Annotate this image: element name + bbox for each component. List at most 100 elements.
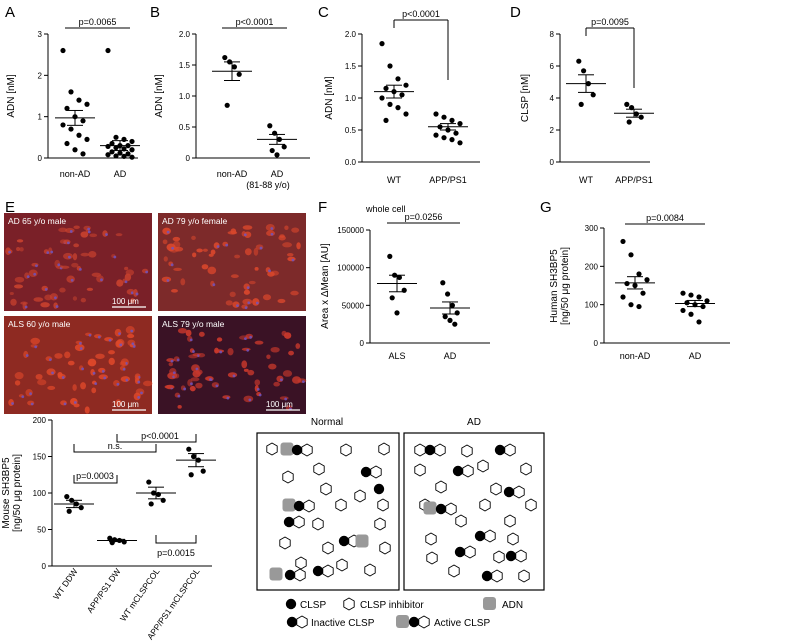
schematic-ad-inhibitor-2 — [434, 443, 446, 457]
micrograph-4-cell-49 — [214, 347, 219, 354]
chart-h-label-p0015: p=0.0015 — [157, 548, 195, 558]
micrograph-1-cell-11 — [33, 297, 44, 302]
micrograph-4-cell-55 — [173, 373, 180, 379]
schematic-ad-adn-16 — [423, 501, 437, 515]
chart-h-series-3-point-1 — [191, 453, 197, 460]
micrograph-4-cell-37 — [292, 376, 302, 384]
chart-a-series-0-point-13 — [80, 151, 86, 157]
schematic-ad-clsp-31 — [505, 550, 517, 562]
micrograph-2-nucleus-25 — [166, 279, 170, 282]
micrograph-1-cell-30 — [40, 302, 50, 308]
schematic-title-ad: AD — [467, 417, 481, 428]
chart-f-series-0-point-5 — [394, 310, 400, 316]
micrograph-2-cell-26 — [207, 266, 217, 275]
micrograph-4-cell-27 — [270, 346, 280, 353]
micrograph-4-nucleus-38 — [192, 350, 195, 353]
chart-c-series-0-point-11 — [383, 117, 389, 123]
chart-f-p-value: p=0.0256 — [405, 212, 443, 222]
micrograph-4-nucleus-47 — [172, 371, 176, 375]
chart-a-ylabel: ADN [nM] — [6, 74, 17, 118]
micrograph-3-nucleus-43 — [63, 402, 67, 406]
micrograph-2-cell-44 — [242, 298, 253, 305]
micrograph-3-cell-55 — [87, 361, 92, 366]
chart-b-series-0-point-0 — [222, 54, 228, 61]
chart-a-series-0-point-3 — [84, 101, 90, 107]
micrograph-3-nucleus-48 — [73, 401, 77, 404]
micrograph-4-cell-32 — [188, 354, 199, 359]
chart-f-series-1-point-3 — [454, 310, 460, 316]
micrograph-1-cell-19 — [63, 252, 73, 260]
chart-g-series-0-point-4 — [624, 280, 630, 287]
micrograph-2-cell-31 — [229, 291, 236, 298]
micrograph-3-cell-48 — [70, 397, 78, 405]
chart-g-series-1-point-1 — [688, 292, 694, 298]
chart-b-category-1: AD — [271, 169, 284, 179]
micrograph-1-cell-38 — [28, 269, 38, 277]
chart-f-series-0-point-2 — [396, 274, 402, 281]
micrograph-2-cell-21 — [296, 242, 301, 250]
schematic-normal-adn-32 — [269, 567, 283, 581]
panel-letter-f: F — [318, 199, 327, 216]
micrograph-3-nucleus-13 — [21, 395, 25, 399]
chart-a-series-0-point-12 — [72, 147, 78, 153]
micrograph-4-nucleus-1 — [256, 388, 260, 391]
chart-b-series-1-point-1 — [272, 130, 278, 136]
schematic-normal-inhibitor-28 — [295, 556, 307, 570]
schematic-ad-inhibitor-13 — [513, 485, 525, 499]
micrograph-2-cell-55 — [166, 243, 176, 252]
micrograph-3-cell-56 — [25, 388, 33, 397]
micrograph-4-nucleus-59 — [170, 359, 174, 363]
chart-c-ylabel: ADN [nM] — [324, 76, 335, 120]
micrograph-4-cell-5 — [247, 369, 255, 376]
schematic-normal-inhibitor-8 — [370, 465, 382, 479]
chart-a-ytick-label-2: 2 — [38, 71, 43, 80]
chart-g-category-0: non-AD — [620, 351, 651, 361]
chart-d-series-1-point-2 — [633, 111, 640, 117]
schematic-ad-inhibitor-9 — [462, 464, 474, 478]
chart-b-ylabel: ADN [nM] — [154, 74, 165, 118]
chart-d-ytick-label-2: 4 — [550, 94, 555, 103]
chart-h-series-2-point-0 — [146, 479, 152, 485]
chart-c-series-1-point-8 — [441, 135, 447, 141]
chart-g-ytick-label-3: 300 — [585, 224, 599, 233]
schematic-ad-clsp-4 — [494, 444, 506, 456]
micrograph-4-cell-52 — [268, 363, 277, 370]
micrograph-2-cell-28 — [202, 248, 208, 252]
legend-active-label: Active CLSP — [434, 618, 490, 629]
micrograph-1-nucleus-50 — [69, 230, 73, 233]
micrograph-3-nucleus-36 — [125, 378, 129, 382]
chart-g-series-1-point-8 — [688, 311, 694, 317]
micrograph-3-nucleus-58 — [137, 396, 141, 399]
schematic-normal-clsp-7 — [360, 466, 372, 478]
schematic-normal-inhibitor-27 — [379, 541, 391, 555]
micrograph-4-nucleus-44 — [284, 397, 288, 401]
micrograph-3-cell-50 — [91, 387, 97, 394]
micrograph-3-scale-label: 100 μm — [112, 400, 139, 409]
schematic-normal-inhibitor-0 — [266, 442, 278, 456]
chart-c-series-1-point-10 — [457, 140, 463, 146]
chart-g-series-0-point-1 — [628, 252, 634, 258]
legend-inactive-inhibitor-icon — [296, 615, 308, 629]
micrograph-4-scale-label: 100 μm — [266, 400, 293, 409]
micrograph-3-cell-22 — [54, 353, 63, 359]
chart-a-series-0-point-2 — [76, 97, 82, 103]
micrograph-2-cell-33 — [162, 227, 171, 235]
micrograph-3-nucleus-10 — [79, 342, 82, 345]
micrograph-4-nucleus-16 — [232, 374, 236, 378]
chart-g-series-1-point-7 — [680, 307, 686, 314]
schematic-ad-inhibitor-10 — [520, 462, 532, 476]
micrograph-3: ALS 60 y/o male 100 μm — [4, 316, 153, 414]
chart-g-series-1-point-4 — [684, 300, 690, 306]
chart-c-ytick-label-0: 0.0 — [345, 158, 357, 167]
micrograph-1-cell-29 — [89, 233, 98, 238]
micrograph-2-cell-8 — [172, 236, 181, 242]
chart-a-series-0-point-0 — [60, 47, 66, 54]
micrograph-3-nucleus-12 — [88, 333, 92, 337]
chart-f-series-1-point-0 — [440, 280, 446, 286]
micrograph-1-cell-16 — [115, 233, 123, 237]
micrograph-2-cell-59 — [232, 301, 240, 308]
chart-h-bracket-p0001 — [116, 434, 197, 443]
schematic-normal-inhibitor-6 — [313, 462, 325, 476]
